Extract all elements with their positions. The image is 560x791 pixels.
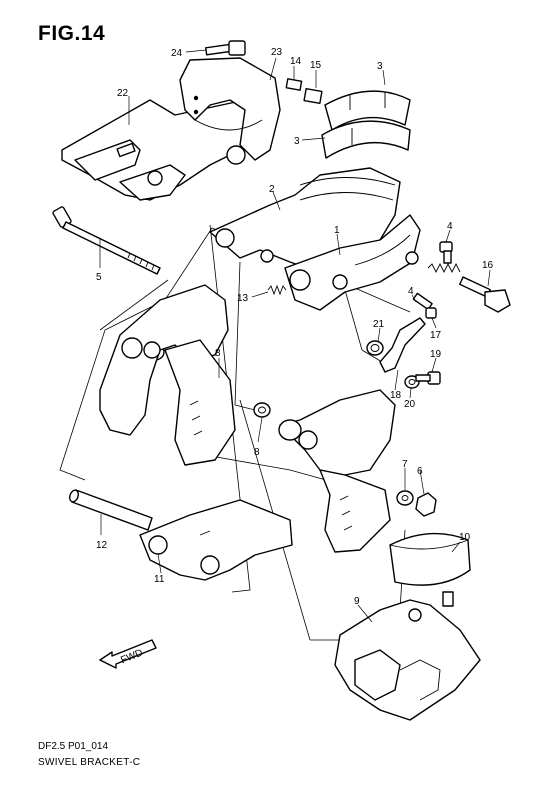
part-label-4-upper: 4: [447, 221, 453, 232]
part-11-clamp-plate: [139, 499, 293, 581]
part-label-21: 21: [373, 319, 385, 330]
part-label-4-lower: 4: [408, 286, 414, 297]
part-24-bolt: [205, 40, 246, 56]
part-label-15: 15: [310, 60, 322, 71]
part-label-18: 18: [390, 390, 402, 401]
part-label-5: 5: [96, 272, 102, 283]
fwd-arrow-icon: FWD: [99, 639, 157, 669]
part-13-spring: [267, 284, 287, 296]
figure-name: SWIVEL BRACKET-C: [38, 757, 141, 768]
stern-bracket-right: [278, 389, 396, 553]
part-label-10: 10: [459, 532, 471, 543]
figure-title: FIG.14: [38, 22, 106, 45]
part-label-8-left: 8: [215, 348, 221, 359]
part-22-swivel-bracket-upper: [61, 99, 251, 201]
part-label-13: 13: [237, 293, 249, 304]
stern-bracket-left: [99, 284, 236, 466]
part-label-22: 22: [117, 88, 129, 99]
part-23-clamp-bracket: [179, 57, 281, 161]
part-label-2: 2: [269, 184, 275, 195]
part-6-nut: [415, 492, 437, 517]
part-label-6: 6: [417, 466, 423, 477]
part-label-1: 1: [334, 225, 340, 236]
part-19-bolt: [415, 371, 441, 385]
part-17-spring: [427, 262, 461, 274]
part-8-washer-right: [253, 402, 271, 418]
part-label-14: 14: [290, 56, 302, 67]
part-label-3-top: 3: [377, 61, 383, 72]
figure-code: DF2.5 P01_014: [38, 741, 109, 752]
part-label-19: 19: [430, 349, 442, 360]
part-label-20: 20: [404, 399, 416, 410]
part-15-pad: [303, 88, 323, 104]
part-5-through-bolt: [52, 206, 161, 275]
part-label-7: 7: [402, 459, 408, 470]
part-9-bracket-lower: [334, 599, 481, 721]
part-3-bushing: [321, 90, 411, 159]
part-label-24: 24: [171, 48, 183, 59]
part-16-tilt-knob: [459, 276, 511, 313]
part-12-pin: [69, 489, 153, 531]
part-label-11: 11: [154, 574, 165, 585]
part-14-pad: [285, 78, 303, 91]
part-label-16: 16: [482, 260, 494, 271]
part-label-17: 17: [430, 330, 442, 341]
part-label-3-bottom: 3: [294, 136, 300, 147]
part-21-ring: [366, 340, 384, 356]
part-7-washer: [396, 490, 414, 506]
part-10-saddle: [389, 532, 471, 607]
part-1-reverse-lock: [284, 214, 421, 311]
part-label-23: 23: [271, 47, 283, 58]
part-label-8-right: 8: [254, 447, 260, 458]
part-label-9: 9: [354, 596, 360, 607]
part-18-lever: [379, 317, 426, 373]
part-labels: 24 23 22 14 15 3 3 2 1 4 16 4 17 5 13 21…: [96, 47, 494, 607]
fwd-arrow-label: FWD: [119, 648, 144, 667]
leader-lines: [99, 49, 491, 623]
part-4-bolt-lower: [412, 292, 437, 319]
part-label-12: 12: [96, 540, 108, 551]
part-4-bolt-upper: [439, 241, 453, 264]
